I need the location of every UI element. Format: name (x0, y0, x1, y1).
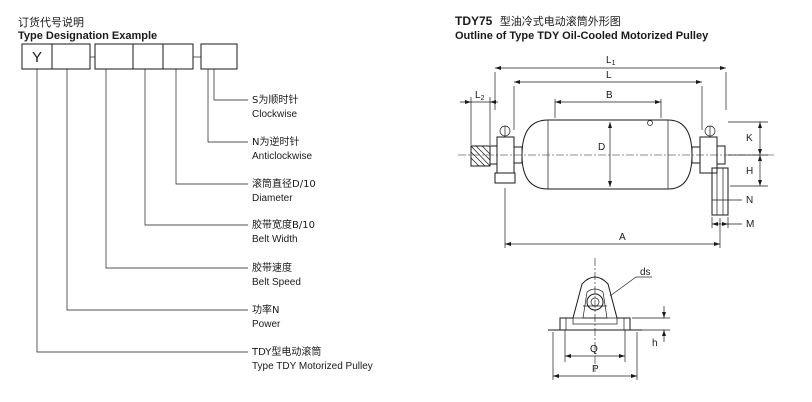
entry-en: Type TDY Motorized Pulley (252, 361, 373, 372)
dim-label-L2: L (475, 90, 481, 101)
designation-box-4 (132, 43, 164, 70)
left-foot (494, 172, 516, 184)
leader-diameter (175, 69, 248, 185)
oil-plug-top (647, 120, 653, 126)
dim-label-P: P (592, 364, 599, 375)
bearing-seat-side-view: ds Q P h (548, 258, 670, 380)
entry-cn: 胶带速度 (252, 261, 292, 274)
leader-clockwise (213, 69, 248, 101)
entry-cn: S为顺时针 (252, 93, 298, 106)
leader-power (66, 69, 248, 311)
designation-box-letter: Y (32, 49, 42, 66)
designation-entries: S为顺时针 Clockwise N为逆时针 Anticlockwise 滚筒直径… (251, 93, 373, 372)
leader-belt-width (144, 69, 248, 226)
entry-en: Anticlockwise (252, 151, 312, 162)
entry-cn: 胶带宽度B/10 (252, 218, 315, 231)
designation-box-3 (94, 43, 134, 70)
dim-label-N: N (746, 195, 753, 206)
outline-title-model: TDY75 (455, 14, 493, 28)
entry-en: Belt Speed (252, 277, 301, 288)
entry-en: Clockwise (252, 109, 297, 120)
dim-label-L: L (606, 70, 612, 81)
entry-en: Power (252, 319, 281, 330)
entry-cn: N为逆时针 (252, 135, 299, 148)
seat-inner-pocket (582, 288, 608, 319)
svg-text:L2: L2 (475, 90, 485, 102)
pulley-elevation: L1 L B L2 D (458, 55, 775, 248)
leader-belt-speed (105, 69, 248, 269)
entry-en: Belt Width (252, 234, 298, 245)
dim-label-ds: ds (640, 267, 651, 278)
designation-box-2 (51, 43, 91, 70)
leader-ds (609, 276, 637, 297)
designation-box-6 (200, 43, 238, 70)
right-shaft-end (716, 145, 726, 165)
dim-label-L1: L (606, 55, 612, 66)
leader-type (36, 69, 248, 353)
designation-heading-cn: 订货代号说明 (18, 15, 84, 29)
dim-label-Q: Q (590, 344, 598, 355)
entry-cn: 功率N (252, 303, 279, 316)
seat-flange (572, 317, 618, 325)
leader-anticlockwise (207, 69, 248, 143)
drum-body (521, 119, 693, 190)
entry-cn: 滚筒直径D/10 (252, 177, 316, 190)
dim-label-H: H (746, 166, 753, 177)
entry-en: Diameter (252, 193, 293, 204)
outline-title-en: Outline of Type TDY Oil-Cooled Motorized… (455, 30, 709, 42)
designation-leaders (36, 69, 248, 353)
right-mount-plate (711, 167, 729, 216)
dim-label-B: B (606, 90, 613, 101)
entry-cn: TDY型电动滚筒 (251, 345, 321, 358)
seat-shaft-circle (586, 293, 604, 311)
outline-drawing-panel: TDY75 型油冷式电动滚筒外形图 Outline of Type TDY Oi… (455, 14, 775, 380)
dim-label-K: K (746, 133, 753, 144)
type-designation-panel: 订货代号说明 Type Designation Example Y S为 (18, 15, 373, 372)
left-base-bracket (470, 145, 491, 167)
svg-text:TDY75 型油冷式电动滚筒外形图: TDY75 型油冷式电动滚筒外形图 (455, 14, 621, 28)
dim-label-L1-sub: 1 (612, 60, 616, 67)
svg-text:L1: L1 (606, 55, 616, 67)
dim-label-A: A (619, 232, 626, 243)
designation-heading-en: Type Designation Example (18, 30, 157, 42)
outline-title-cn: 型油冷式电动滚筒外形图 (500, 14, 621, 28)
dim-label-M: M (746, 219, 754, 230)
dim-label-D: D (598, 142, 605, 153)
designation-boxes: Y (21, 43, 238, 70)
dim-label-L2-sub: 2 (481, 95, 485, 102)
designation-box-5 (162, 43, 194, 70)
dim-label-h: h (652, 338, 658, 349)
